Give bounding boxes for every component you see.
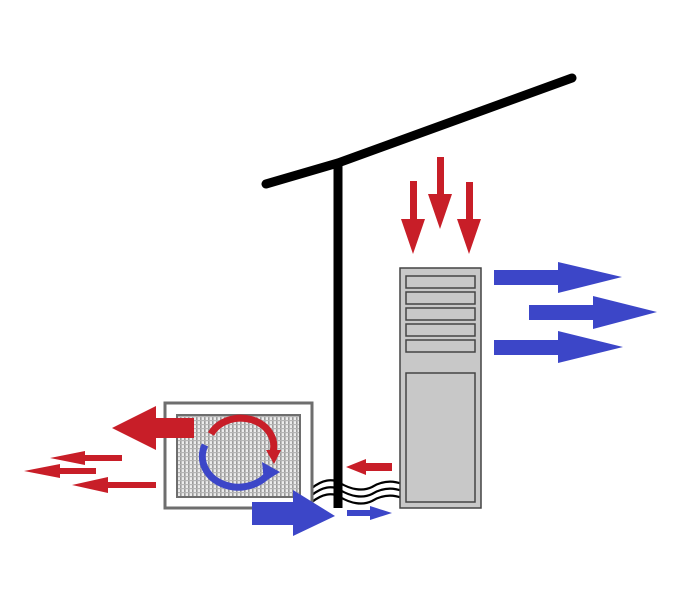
hot-arrow	[50, 451, 122, 465]
drive-bay	[405, 323, 476, 337]
hot-arrow	[401, 181, 425, 254]
building	[261, 73, 577, 508]
hot-arrow	[457, 182, 481, 254]
cold-return-arrows	[252, 490, 392, 536]
hot-arrow-small	[346, 459, 392, 475]
cold-air-outflow-arrows	[494, 262, 657, 363]
hot-arrow	[72, 477, 156, 493]
hot-air-inflow-arrows	[401, 157, 481, 254]
drive-bay	[405, 307, 476, 321]
refrigerant-pipes	[311, 479, 403, 505]
hot-arrow-large	[112, 406, 194, 450]
cold-arrow-large	[252, 490, 335, 536]
cold-arrow	[494, 262, 622, 293]
cold-arrow	[529, 296, 657, 329]
tower-front-panel	[405, 372, 476, 503]
drive-bay	[405, 275, 476, 289]
cold-arrow	[494, 331, 623, 363]
heat-cycle-icon	[198, 414, 281, 491]
hot-air-exhaust-arrows	[24, 406, 392, 493]
drive-bay	[405, 291, 476, 305]
hot-arrow	[428, 157, 452, 229]
roof-line	[261, 73, 577, 189]
tower-unit-icon	[399, 267, 482, 509]
hot-arrow	[24, 464, 96, 478]
cold-arrow-small	[347, 506, 392, 520]
drive-bay	[405, 339, 476, 353]
